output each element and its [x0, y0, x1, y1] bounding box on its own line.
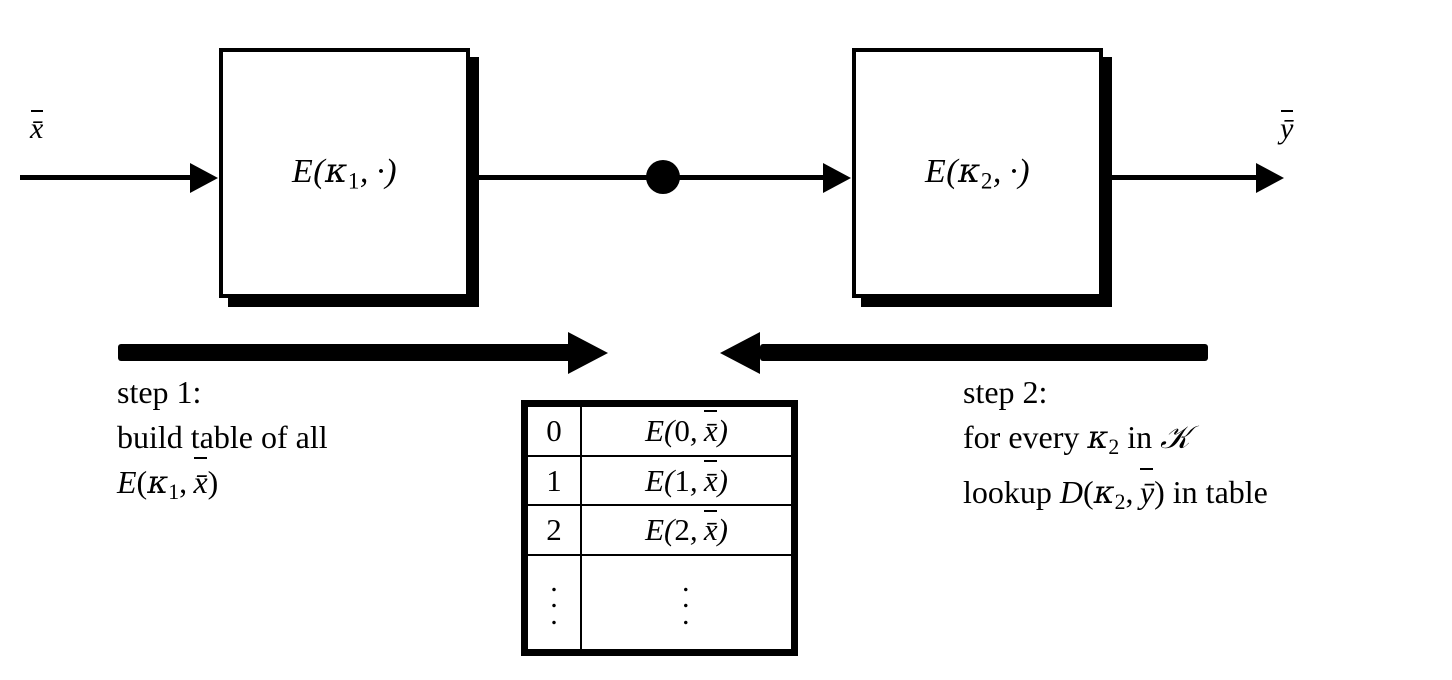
step-1-caption: step 1: build table of all E(κ1, x̄) [117, 370, 328, 515]
step-1-line-3: E(κ1, x̄) [117, 457, 328, 515]
step-2-arrow-shaft [760, 344, 1208, 361]
precomputed-table[interactable]: 0 E(0, x̄) 1 E(1, x̄) 2 E(2, x̄) [521, 400, 798, 656]
second-encryption-label: E(κ2, ·) [924, 150, 1031, 195]
input-arrowhead-icon [190, 163, 218, 193]
table-row[interactable]: 0 E(0, x̄) [526, 405, 793, 457]
step-2-caption: step 2: for every κ2 in 𝒦 lookup D(κ2, y… [963, 370, 1268, 525]
step-2-line-3: lookup D(κ2, ȳ) in table [963, 467, 1268, 525]
table-row[interactable]: 2 E(2, x̄) [526, 504, 793, 557]
table-cell-key: 2 [526, 504, 582, 557]
first-encryption-box[interactable]: E(κ1, ·) [219, 48, 470, 298]
intermediate-tap-dot-icon [646, 160, 680, 194]
step-2-line-2: for every κ2 in 𝒦 [963, 418, 1190, 460]
table-cell-value-ellipsis: ... [580, 554, 793, 651]
step-1-line-1: step 1: [117, 374, 202, 410]
first-encryption-label: E(κ1, ·) [291, 150, 398, 195]
step-1-arrowhead-icon [568, 332, 608, 374]
output-arrowhead-icon [1256, 163, 1284, 193]
step-2-arrowhead-icon [720, 332, 760, 374]
table-cell-value: E(0, x̄) [580, 405, 793, 457]
step-1-line-2: build table of all [117, 419, 328, 455]
table-cell-value: E(1, x̄) [580, 454, 793, 507]
table-cell-value: E(2, x̄) [580, 504, 793, 557]
input-signal-label: x̄ [30, 109, 44, 145]
intermediate-arrowhead-icon [823, 163, 851, 193]
second-encryption-box[interactable]: E(κ2, ·) [852, 48, 1103, 298]
output-signal-label: ȳ [1280, 109, 1294, 145]
input-wire [20, 175, 198, 180]
table-row[interactable]: 1 E(1, x̄) [526, 454, 793, 507]
output-wire [1103, 175, 1262, 180]
table-row-ellipsis: ... ... [526, 554, 793, 651]
table-cell-key-ellipsis: ... [526, 554, 582, 651]
table-cell-key: 1 [526, 454, 582, 507]
step-1-arrow-shaft [118, 344, 576, 361]
table-cell-key: 0 [526, 405, 582, 457]
step-2-line-1: step 2: [963, 374, 1048, 410]
